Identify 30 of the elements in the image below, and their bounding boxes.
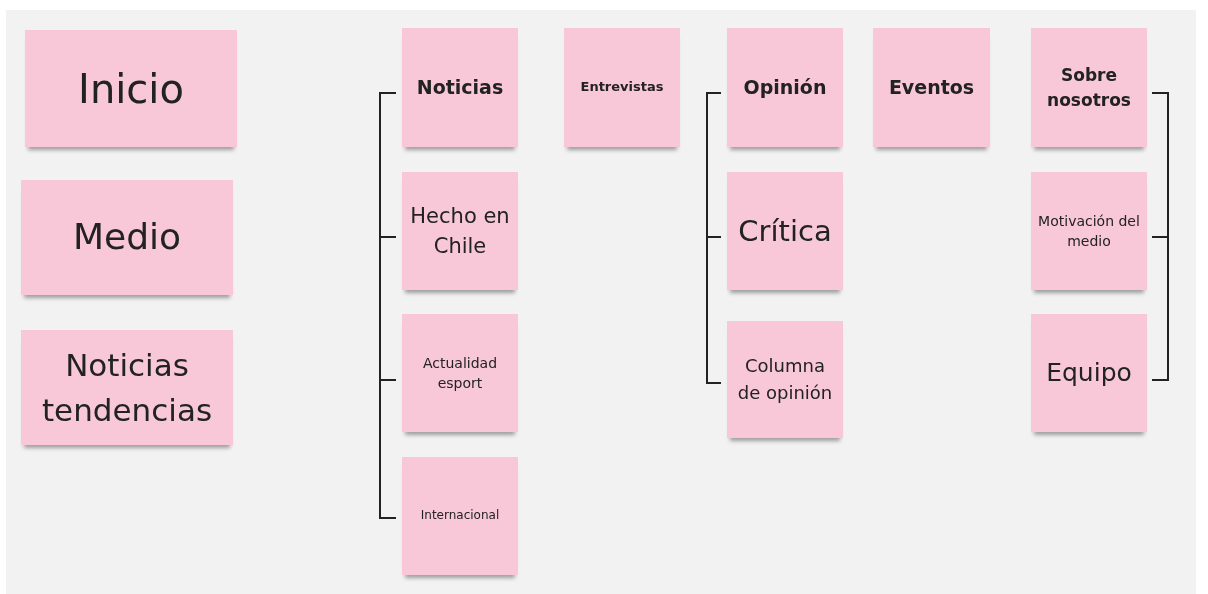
sticky-note [727,321,843,438]
sticky-note [564,28,680,147]
note-text: Crítica [738,212,832,250]
note-text: Columna de opinión [736,354,834,405]
sticky-note [727,28,843,147]
sticky-note [21,180,233,295]
note-text: Noticias tendencias [40,345,214,430]
sticky-note [402,457,518,575]
sticky-note [402,172,518,290]
sticky-note [1031,28,1147,147]
note-text: Sobre nosotros [1046,63,1132,112]
note-text: Equipo [1046,356,1132,389]
note-text: Motivación del medio [1037,211,1141,251]
sticky-note [402,28,518,147]
note-text: Noticias [416,74,504,100]
note-text: Inicio [78,64,184,114]
note-text: Internacional [420,507,500,525]
sticky-note [727,172,843,290]
sticky-note [25,30,237,147]
sticky-note [873,28,990,147]
sticky-note [21,330,233,445]
note-text: Actualidad esport [421,353,499,393]
note-text: Entrevistas [580,78,664,97]
note-text: Eventos [888,74,975,100]
note-text: Medio [72,215,182,260]
note-text: Opinión [743,74,827,100]
sticky-note [1031,172,1147,290]
sticky-note [1031,314,1147,432]
sticky-note [402,314,518,432]
note-text: Hecho en Chile [409,202,511,260]
